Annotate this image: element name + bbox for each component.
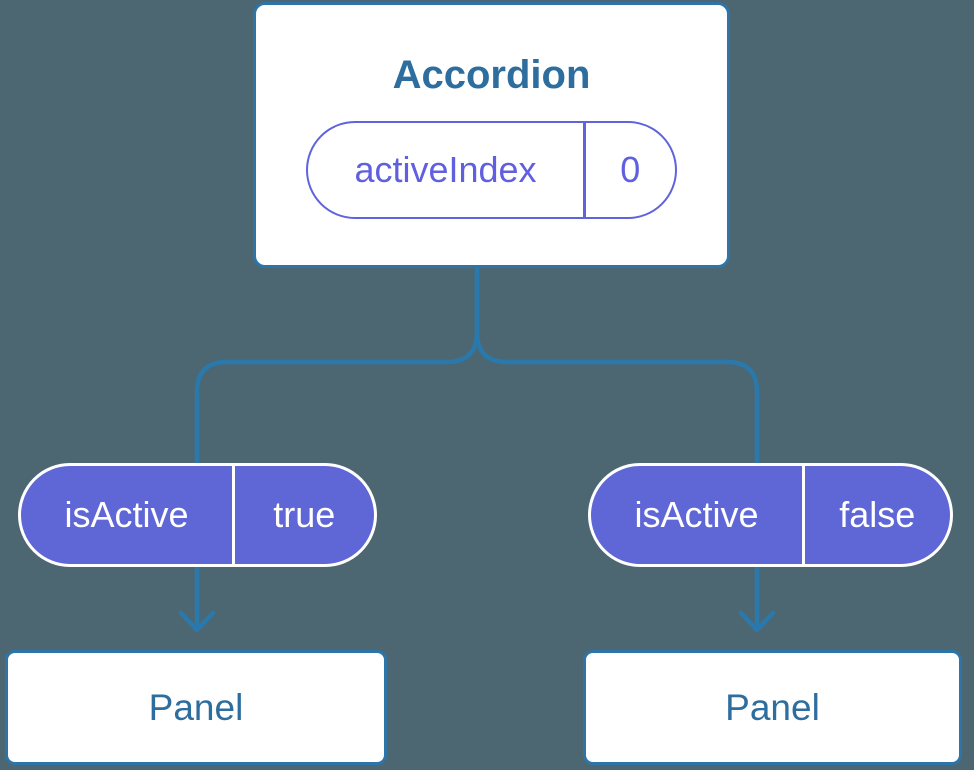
prop-pill-value: true (273, 494, 336, 535)
accordion-node: Accordion activeIndex 0 (253, 2, 730, 268)
prop-pill-value: false (839, 494, 916, 535)
prop-pill-divider (232, 466, 235, 564)
connector-right-branch (474, 265, 760, 631)
panel-title: Panel (725, 687, 820, 728)
prop-pill-isactive-true: isActive true (18, 463, 377, 567)
prop-pill-label: isActive (64, 494, 189, 535)
prop-pill-isactive-false: isActive false (588, 463, 953, 567)
prop-pill-label: isActive (634, 494, 759, 535)
panel-node-right: Panel (583, 650, 962, 765)
state-pill: activeIndex 0 (306, 121, 677, 219)
accordion-title: Accordion (392, 53, 591, 97)
panel-node-left: Panel (5, 650, 387, 765)
state-pill-divider (583, 123, 586, 217)
panel-title: Panel (148, 687, 244, 728)
arrowhead-right-icon (738, 610, 776, 633)
prop-pill-divider (802, 466, 805, 564)
connector-left-branch (194, 265, 480, 631)
state-pill-value: 0 (620, 149, 641, 190)
state-pill-label: activeIndex (354, 149, 537, 190)
arrowhead-left-icon (178, 610, 216, 633)
